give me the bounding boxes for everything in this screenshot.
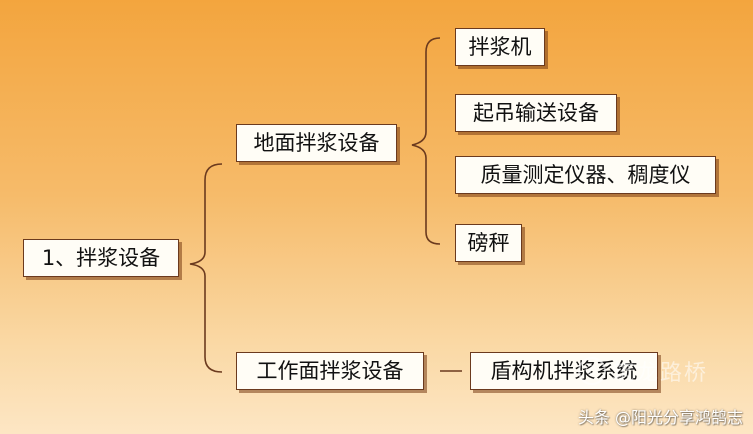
watermark-text: 头条 @阳光分享鸿鹄志	[577, 408, 743, 427]
logo-text: 筑龙路桥	[612, 361, 709, 386]
root-node: 1、拌浆设备	[23, 239, 179, 277]
leaf-mixer-node: 拌浆机	[455, 28, 545, 66]
branch1-brace	[411, 37, 441, 245]
logo-watermark: ✆ 筑龙路桥	[578, 356, 716, 386]
leaf-hoist-node: 起吊输送设备	[455, 94, 617, 132]
branch-ground-node: 地面拌浆设备	[236, 124, 397, 162]
source-watermark: 头条 @阳光分享鸿鹄志	[578, 404, 743, 428]
leaf-scale-node: 磅秤	[455, 224, 522, 262]
leaf-instrument-node: 质量测定仪器、稠度仪	[455, 156, 716, 194]
logo-icon: ✆	[578, 357, 606, 385]
branch-workface-node: 工作面拌浆设备	[236, 352, 424, 390]
main-brace	[189, 163, 223, 373]
